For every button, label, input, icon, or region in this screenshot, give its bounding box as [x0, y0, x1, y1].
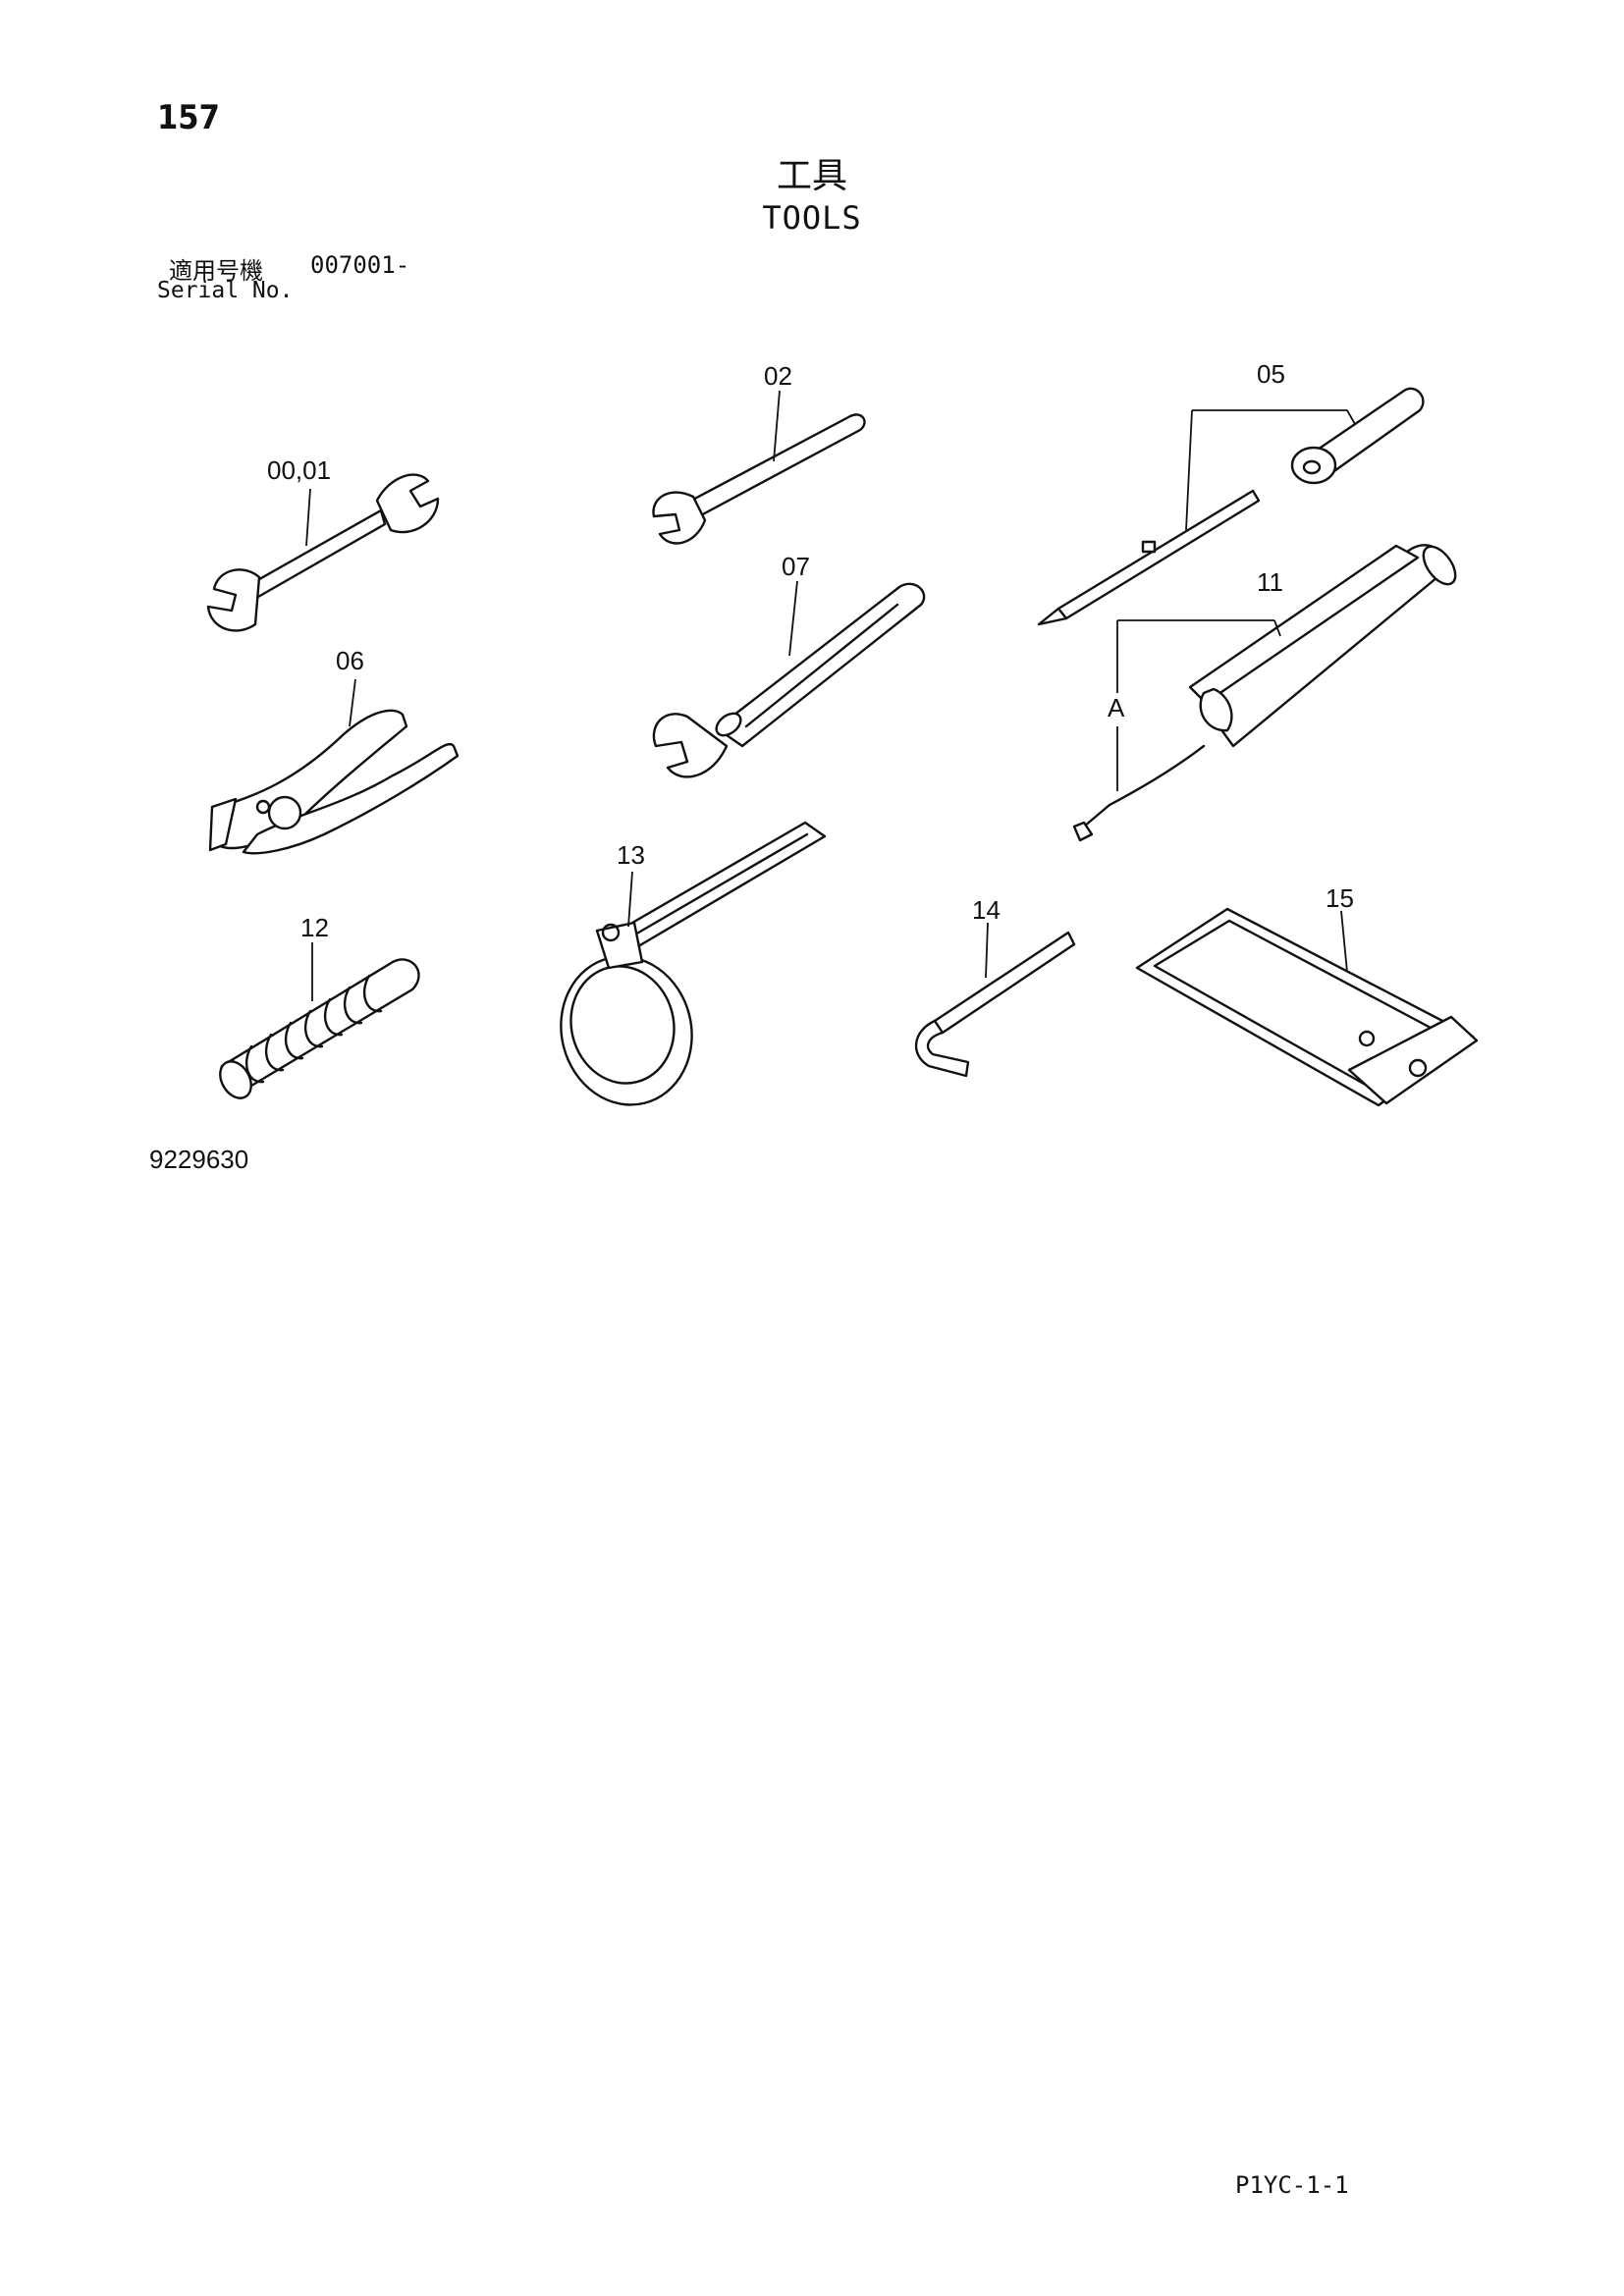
- page-number: 157: [157, 98, 220, 137]
- callout-05: 05: [1257, 359, 1285, 389]
- figure-number: 9229630: [149, 1145, 249, 1174]
- tool-bag-icon: [1135, 907, 1479, 1107]
- callout-02: 02: [764, 361, 792, 391]
- callout-A: A: [1108, 693, 1125, 722]
- callout-11: 11: [1257, 567, 1283, 597]
- parts-drawing: 00,01 02 05 06 07: [206, 359, 1479, 1107]
- filter-wrench-icon: [560, 821, 827, 1106]
- page-title-jp: 工具: [776, 156, 847, 196]
- page-title-en: TOOLS: [762, 199, 862, 237]
- serial-label-en: Serial No.: [157, 278, 294, 303]
- hex-key-icon: [914, 922, 1076, 1078]
- callout-14: 14: [972, 895, 1001, 925]
- callout-07: 07: [782, 552, 810, 581]
- spring-tool-icon: [219, 942, 420, 1099]
- callout-15: 15: [1326, 883, 1354, 913]
- callout-06: 06: [336, 646, 364, 675]
- screwdriver-icon: [1037, 387, 1425, 626]
- serial-label-jp: 適用号機: [169, 257, 263, 285]
- callout-13: 13: [617, 840, 645, 870]
- pliers-icon: [208, 678, 460, 855]
- callout-00-01: 00,01: [267, 455, 331, 485]
- adjustable-wrench-icon: [652, 580, 926, 778]
- grease-gun-icon: [1072, 544, 1457, 842]
- callout-12: 12: [300, 913, 329, 942]
- footer-code: P1YC-1-1: [1235, 2171, 1349, 2199]
- serial-value: 007001-: [310, 251, 410, 279]
- open-end-wrench-2-icon: [652, 390, 866, 545]
- open-end-wrench-icon: [206, 473, 440, 632]
